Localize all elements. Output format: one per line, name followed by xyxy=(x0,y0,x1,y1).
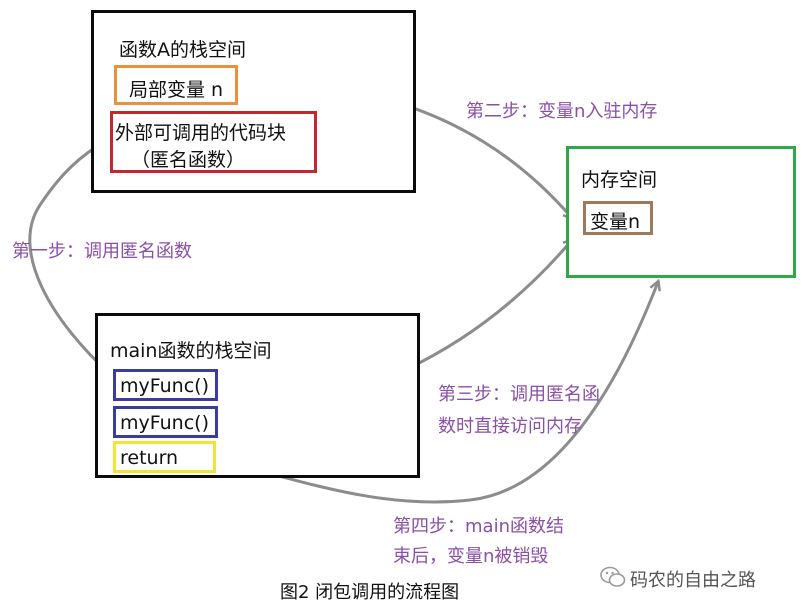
memory-space-box: 内存空间 变量n xyxy=(566,146,796,278)
step4-label-line2: 束后，变量n被销毁 xyxy=(393,546,549,567)
memory-space-title: 内存空间 xyxy=(581,169,658,191)
step2-label: 第二步：变量n入驻内存 xyxy=(466,101,658,122)
myfunc-call-2: myFunc() xyxy=(113,406,218,438)
myfunc-call-2-label: myFunc() xyxy=(120,412,209,434)
function-a-stack-title: 函数A的栈空间 xyxy=(119,39,246,61)
myfunc-call-1-label: myFunc() xyxy=(120,375,209,397)
anonymous-function-line1: 外部可调用的代码块 xyxy=(115,122,287,144)
main-stack-box: main函数的栈空间 myFunc() myFunc() return xyxy=(95,313,420,478)
step4-label-line1: 第四步：main函数结 xyxy=(393,516,564,537)
arrow-step1 xyxy=(28,140,114,378)
return-label: return xyxy=(120,447,179,469)
memory-variable-label: 变量n xyxy=(590,211,641,233)
function-a-stack-box: 函数A的栈空间 局部变量 n 外部可调用的代码块 （匿名函数） xyxy=(91,10,416,193)
step3-label-line2: 数时直接访问内存 xyxy=(438,416,582,437)
anonymous-function-line2: （匿名函数） xyxy=(131,149,246,171)
anonymous-function-box: 外部可调用的代码块 （匿名函数） xyxy=(110,111,317,173)
figure-caption: 图2 闭包调用的流程图 xyxy=(280,582,460,603)
watermark-text: 码农的自由之路 xyxy=(630,570,756,591)
local-variable-label: 局部变量 n xyxy=(129,79,224,101)
wechat-icon xyxy=(600,566,626,587)
memory-variable-box: 变量n xyxy=(583,201,653,235)
step1-label: 第一步：调用匿名函数 xyxy=(12,241,192,262)
main-stack-title: main函数的栈空间 xyxy=(110,340,272,362)
arrow-step4 xyxy=(217,282,658,504)
return-box: return xyxy=(113,441,216,473)
step3-label-line1: 第三步：调用匿名函 xyxy=(438,384,600,405)
myfunc-call-1: myFunc() xyxy=(113,369,218,401)
local-variable-box: 局部变量 n xyxy=(114,65,238,105)
